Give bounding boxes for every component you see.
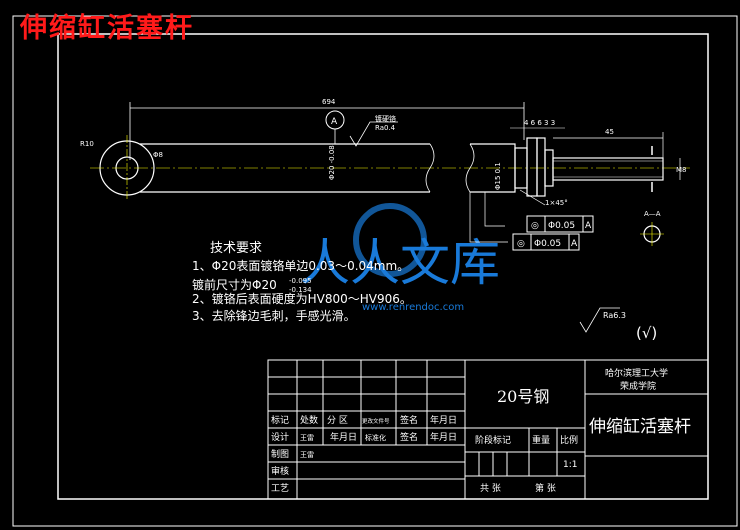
- title-block: [267, 359, 709, 500]
- tech-item-3: 3、去除锋边毛刺，手感光滑。: [192, 308, 356, 323]
- dim-small-steps: 4 6 6 3 3: [524, 119, 555, 127]
- svg-text:审核: 审核: [271, 465, 289, 477]
- svg-text:年月日: 年月日: [330, 431, 357, 443]
- svg-text:处数: 处数: [300, 414, 318, 426]
- svg-text:制图: 制图: [271, 448, 289, 460]
- svg-text:设计: 设计: [271, 431, 289, 443]
- svg-text:A: A: [585, 221, 592, 231]
- svg-text:第 张: 第 张: [535, 482, 556, 494]
- dim-rod: Φ20 -0.08: [328, 145, 336, 180]
- svg-text:王雷: 王雷: [300, 451, 314, 459]
- watermark-logo-icon: [353, 203, 427, 277]
- rod-drawing: [90, 102, 690, 246]
- svg-text:◎: ◎: [517, 239, 525, 249]
- tol-upper: -0.095: [289, 277, 312, 285]
- part-name: 伸缩缸活塞杆: [589, 416, 691, 437]
- watermark-text: 人人文库: [300, 234, 500, 292]
- svg-text:标准化: 标准化: [365, 433, 386, 442]
- tolerance-frame-1: ◎ Φ0.05 A: [526, 215, 594, 233]
- tech-item-1b: 镀前尺寸为Φ20: [192, 277, 277, 292]
- svg-text:1:1: 1:1: [563, 460, 577, 470]
- svg-text:Ra6.3: Ra6.3: [603, 311, 626, 320]
- svg-text:重量: 重量: [532, 434, 550, 446]
- dim-thread: M8: [676, 166, 687, 174]
- svg-text:工艺: 工艺: [271, 483, 289, 494]
- title-block-text: 哈尔滨理工大学 荣成学院 20号钢 伸缩缸活塞杆 标记 处数 分 区 更改文件号…: [271, 367, 691, 494]
- svg-text:更改文件号: 更改文件号: [362, 417, 390, 425]
- svg-text:比例: 比例: [560, 434, 578, 446]
- svg-text:签名: 签名: [400, 431, 418, 443]
- tech-item-1: 1、Φ20表面镀铬单边0.03～0.04mm。: [192, 258, 409, 273]
- datum-label: A: [331, 117, 338, 127]
- page-title: 伸缩缸活塞杆: [20, 13, 194, 44]
- tol-lower: -0.134: [289, 286, 312, 294]
- university: 哈尔滨理工大学: [605, 367, 668, 379]
- finish-roughness: Ra0.4: [375, 124, 396, 132]
- dim-overall: 694: [322, 98, 336, 106]
- dim-chamfer: 1×45°: [545, 199, 568, 207]
- general-roughness: Ra6.3 (√): [579, 307, 657, 342]
- material: 20号钢: [497, 387, 549, 406]
- watermark: 人人文库 www.renrendoc.com: [300, 203, 500, 313]
- dim-hole: R10: [80, 140, 94, 148]
- svg-text:(√): (√): [636, 324, 657, 342]
- svg-text:标记: 标记: [271, 414, 289, 426]
- tech-requirements: 技术要求 1、Φ20表面镀铬单边0.03～0.04mm。 镀前尺寸为Φ20 -0…: [192, 241, 412, 323]
- tech-title: 技术要求: [210, 241, 262, 256]
- dim-thread-length: 45: [605, 128, 614, 136]
- dim-step: Φ15 0.1: [494, 162, 502, 190]
- svg-text:Φ0.05: Φ0.05: [534, 239, 561, 249]
- svg-text:年月日: 年月日: [430, 414, 457, 426]
- finish-label: 镀硬铬: [375, 114, 396, 123]
- outer-border: [12, 15, 738, 527]
- svg-text:签名: 签名: [400, 414, 418, 426]
- watermark-url: www.renrendoc.com: [362, 302, 464, 313]
- svg-text:共 张: 共 张: [480, 483, 501, 494]
- svg-text:阶段标记: 阶段标记: [475, 434, 511, 446]
- tolerance-frames: ◎ Φ0.05 A ◎ Φ0.05 A: [512, 215, 594, 251]
- section-label: A—A: [644, 210, 661, 218]
- dim-small: Φ8: [153, 151, 163, 159]
- svg-text:分 区: 分 区: [327, 415, 348, 426]
- svg-text:◎: ◎: [531, 221, 539, 231]
- svg-text:王雷: 王雷: [300, 434, 314, 442]
- svg-text:年月日: 年月日: [430, 431, 457, 443]
- college: 荣成学院: [620, 380, 656, 392]
- tolerance-frame-2: ◎ Φ0.05 A: [512, 233, 580, 251]
- tech-item-2: 2、镀铬后表面硬度为HV800～HV906。: [192, 291, 412, 306]
- svg-text:Φ0.05: Φ0.05: [548, 221, 575, 231]
- svg-text:A: A: [571, 239, 578, 249]
